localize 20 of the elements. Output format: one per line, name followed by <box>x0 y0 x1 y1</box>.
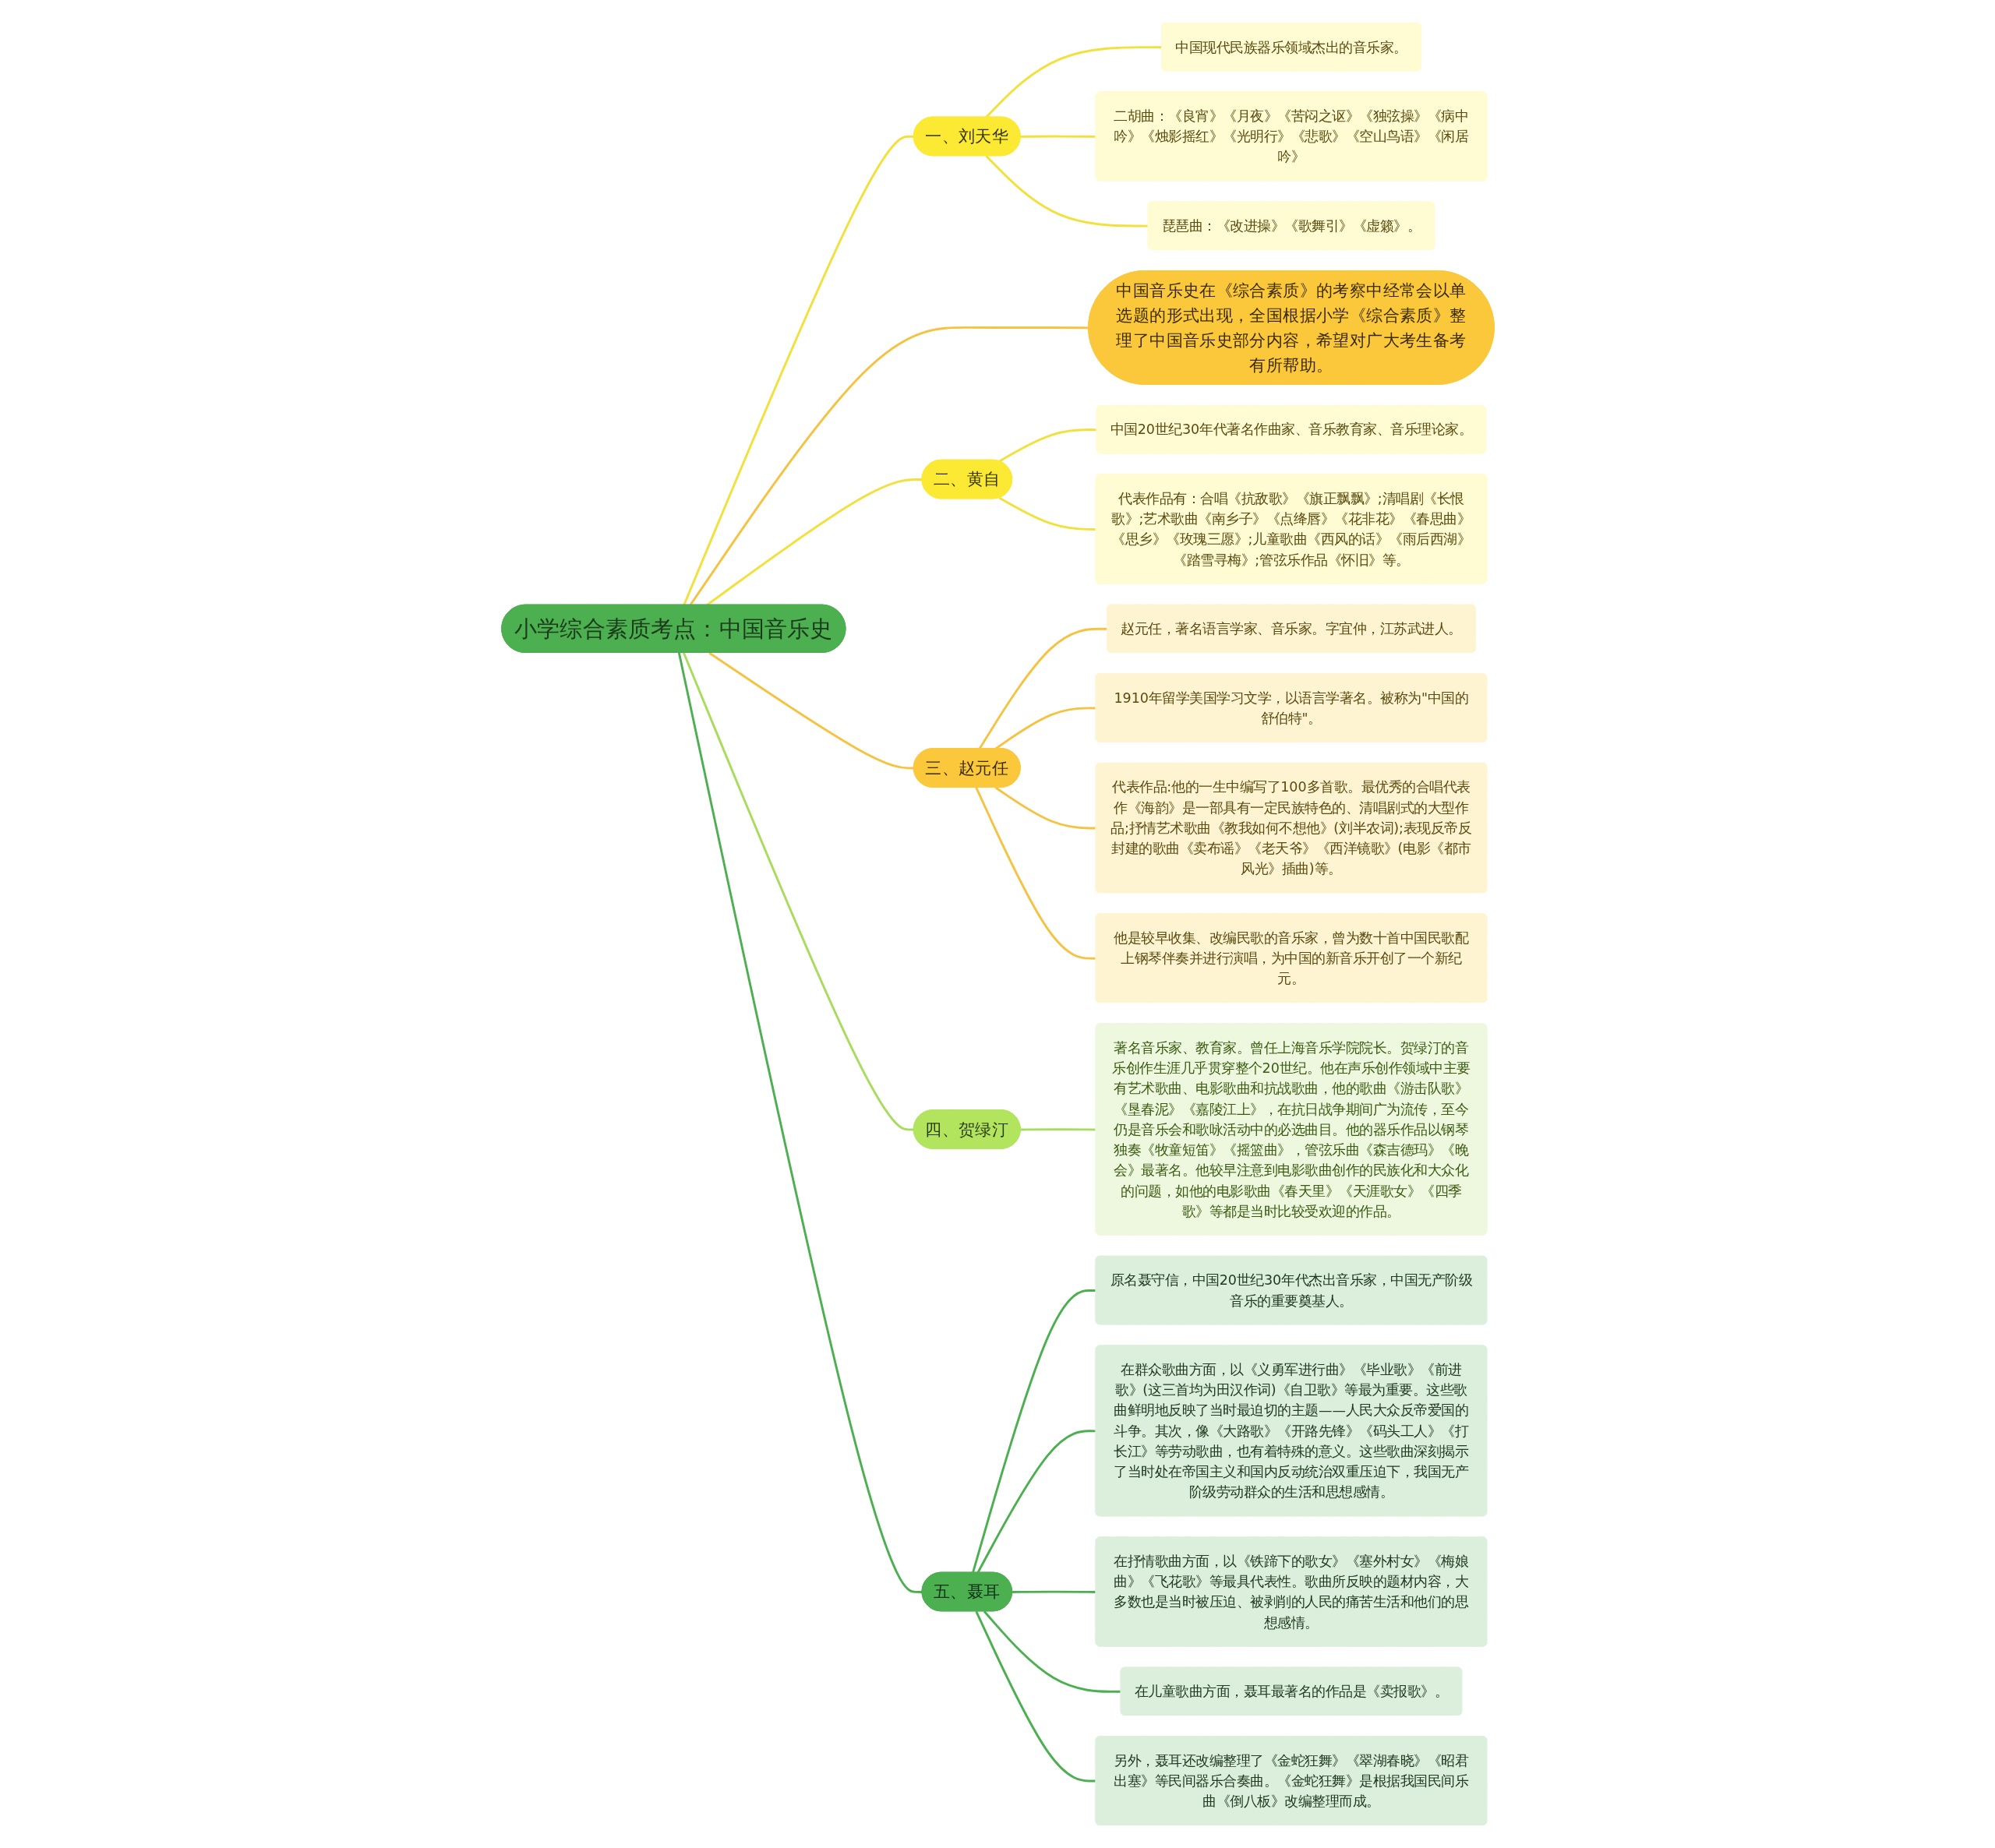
connector <box>974 787 1096 960</box>
connector <box>689 326 1089 606</box>
connector <box>998 428 1097 463</box>
connector <box>677 652 923 1593</box>
connector <box>978 627 1107 749</box>
connector <box>1020 135 1096 138</box>
connector <box>1020 1128 1096 1131</box>
connector <box>974 1610 1096 1783</box>
connector <box>971 1289 1096 1574</box>
connector <box>984 155 1149 227</box>
connector <box>976 1430 1096 1574</box>
connector <box>708 651 914 770</box>
connector <box>994 786 1096 830</box>
connector <box>1012 1590 1096 1593</box>
connector <box>984 46 1162 118</box>
connector <box>682 652 914 1131</box>
connector <box>998 496 1096 531</box>
connector <box>705 478 923 606</box>
connector <box>983 1610 1121 1693</box>
connector <box>682 135 914 606</box>
